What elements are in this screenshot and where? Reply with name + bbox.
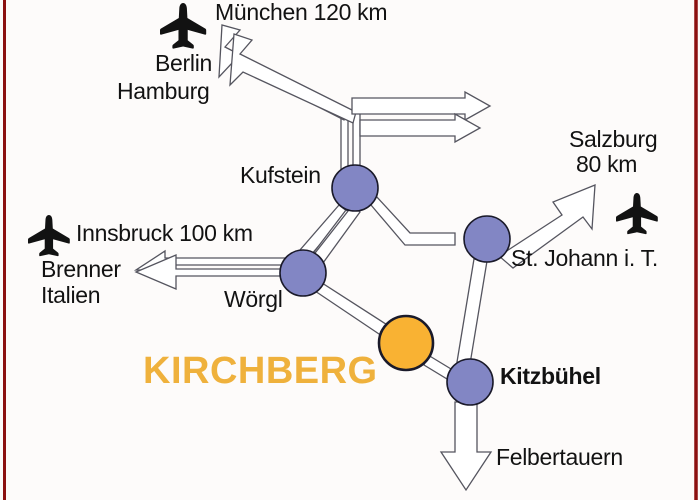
arrow-felbertauern [439, 401, 493, 492]
node-stjohann[interactable] [463, 215, 511, 263]
label-woergl: Wörgl [224, 286, 283, 312]
label-salzburg-distance: 80 km [576, 151, 638, 177]
arrow-muenchen-lower [229, 33, 357, 124]
arrow-salzburg-shape [497, 184, 596, 269]
arrow-muenchen [218, 24, 357, 124]
arrow-innsbruck-lower [134, 254, 291, 290]
label-hamburg: Hamburg [117, 78, 210, 104]
label-muenchen: München 120 km [215, 0, 388, 25]
label-felbertauern: Felbertauern [496, 444, 623, 470]
label-italien: Italien [41, 282, 101, 308]
label-berlin: Berlin [155, 50, 213, 76]
arrow-innsbruck [133, 249, 291, 290]
arrow-salzburg [497, 184, 596, 269]
label-salzburg: Salzburg [569, 126, 658, 152]
node-kirchberg[interactable] [377, 314, 435, 372]
node-kufstein[interactable] [331, 164, 379, 212]
arrow-east-upper [351, 90, 492, 122]
map-nodes [279, 164, 511, 406]
arrow-east-lower [359, 112, 482, 144]
label-stjohann: St. Johann i. T. [511, 245, 658, 271]
page-title: KIRCHBERG [143, 350, 378, 392]
label-brenner: Brenner [41, 256, 121, 282]
label-kufstein: Kufstein [240, 162, 321, 188]
road-network [296, 194, 488, 383]
node-woergl[interactable] [279, 249, 327, 297]
node-kitzbuehel[interactable] [446, 358, 494, 406]
label-innsbruck: Innsbruck 100 km [76, 220, 253, 246]
arrow-east [351, 90, 492, 144]
label-kitzbuehel: Kitzbühel [500, 363, 601, 389]
arrow-felbertauern-shape [439, 401, 493, 492]
